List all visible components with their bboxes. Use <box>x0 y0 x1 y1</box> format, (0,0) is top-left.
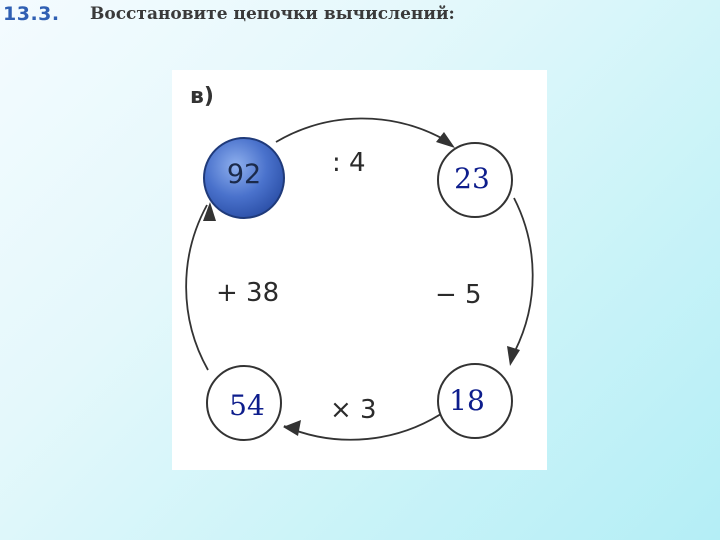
task-title: Восстановите цепочки вычислений: <box>90 4 455 24</box>
part-label: в) <box>190 84 214 109</box>
arc-bottom <box>283 409 448 441</box>
answer-bottom-left: 54 <box>229 389 265 422</box>
arc-left <box>185 204 209 371</box>
header: 13.3. Восстановите цепочки вычислений: <box>0 0 720 34</box>
cycle-arcs <box>185 117 534 441</box>
task-number: 13.3. <box>3 3 60 25</box>
arrowhead-bottom-icon <box>283 420 301 436</box>
arc-top <box>275 117 446 143</box>
operation-subtract: − 5 <box>435 280 482 310</box>
answer-bottom-right: 18 <box>449 384 485 417</box>
arrowhead-top-icon <box>436 132 455 148</box>
answer-top-right: 23 <box>454 162 490 195</box>
start-value: 92 <box>226 159 262 190</box>
arrowheads <box>203 132 520 436</box>
node-top-right <box>437 142 513 218</box>
operation-divide: : 4 <box>332 148 366 178</box>
exercise-panel: в) : 4 − 5 × 3 + 38 92 23 18 54 <box>172 70 547 470</box>
arrowhead-right-icon <box>507 346 520 366</box>
node-bottom-right <box>437 363 513 439</box>
cycle-diagram <box>185 117 534 441</box>
operation-multiply: × 3 <box>330 395 377 425</box>
operation-add: + 38 <box>216 278 280 308</box>
node-bottom-left <box>206 365 282 441</box>
arc-right <box>513 197 534 352</box>
arrowhead-left-icon <box>203 202 216 221</box>
start-node <box>203 137 285 219</box>
